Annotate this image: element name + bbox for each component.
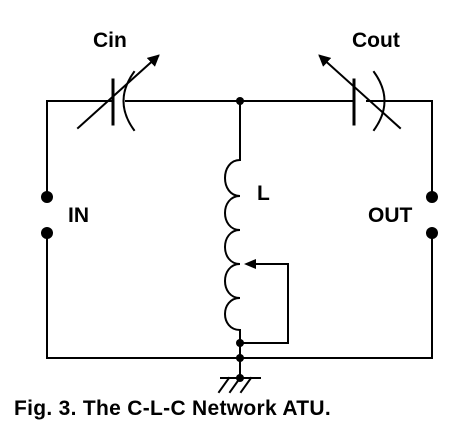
inductor-tap-arrow: [244, 259, 256, 269]
figure-caption: Fig. 3. The C-L-C Network ATU.: [14, 397, 331, 420]
cout-label: Cout: [352, 29, 400, 52]
input-terminal-top: [41, 191, 53, 203]
cin-label: Cin: [93, 29, 127, 52]
capacitor-cout: [318, 54, 402, 132]
junction-bottom: [236, 354, 244, 362]
input-label: IN: [68, 204, 89, 227]
output-terminal-bottom: [426, 227, 438, 239]
output-terminal-top: [426, 191, 438, 203]
capacitor-cin: [76, 54, 160, 132]
input-terminal-bottom: [41, 227, 53, 239]
junction-ground: [236, 374, 244, 382]
inductor-l: [224, 158, 289, 344]
output-label: OUT: [368, 204, 413, 227]
junction-loop: [236, 339, 244, 347]
junction-top: [236, 97, 244, 105]
inductor-label: L: [257, 182, 270, 205]
